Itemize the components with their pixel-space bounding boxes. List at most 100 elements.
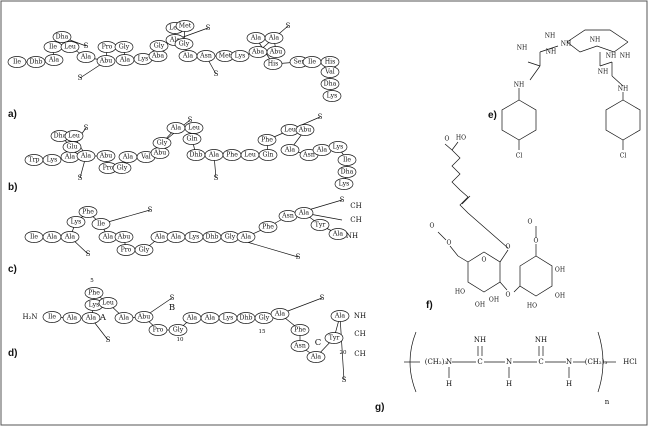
residue-label: Abu xyxy=(298,127,311,134)
residue-label: Lys xyxy=(235,53,246,60)
panel-g-pmhg-polymer: (CH₂)₃ N C N C N NH NH H H H (CH₂)₃ HCl … xyxy=(404,331,638,406)
residue-label: Lys xyxy=(189,234,200,241)
residue-label: Aba xyxy=(251,49,264,56)
residue-label: Asn xyxy=(281,213,294,220)
residue-oval xyxy=(42,311,62,323)
residue-node: Gly xyxy=(112,162,132,174)
residue-node: Asn xyxy=(196,50,216,62)
residue-oval xyxy=(270,308,290,320)
residue-label: Leu xyxy=(169,25,181,32)
residue-oval xyxy=(328,228,348,240)
residue-node: Ala xyxy=(114,312,134,324)
residue-label: Ala xyxy=(284,147,295,154)
residue-node: Phe xyxy=(84,287,104,299)
residue-label: Gln xyxy=(187,136,198,143)
residue-label: His xyxy=(268,61,279,68)
residue-label: Abu xyxy=(269,49,282,56)
residue-node: Ala xyxy=(115,54,135,66)
residue-label: Ala xyxy=(170,234,181,241)
fatty-acid-chain xyxy=(451,149,509,249)
residue-node: Dhb xyxy=(186,149,206,161)
residue-oval xyxy=(62,312,82,324)
residue-label: Ala xyxy=(80,54,91,61)
residue-node: Ala xyxy=(76,150,96,162)
residue-node: Val xyxy=(320,66,340,78)
thioether-bridge-line xyxy=(339,315,345,381)
residue-label: Ala xyxy=(169,37,180,44)
residue-oval xyxy=(42,154,62,166)
amine-nh: NH xyxy=(590,37,600,44)
residue-label: Trp xyxy=(28,157,39,164)
residue-label: Abu xyxy=(99,58,112,65)
residue-node: Abu xyxy=(150,147,170,159)
residue-number-15: 15 xyxy=(259,329,266,335)
residue-label: Gly xyxy=(173,327,184,334)
residue-oval xyxy=(310,219,330,231)
sulfur-atom: S xyxy=(318,113,323,121)
residue-label: Lys xyxy=(138,56,149,63)
left-methylene-chain: (CH₂)₃ xyxy=(425,358,448,366)
residue-oval xyxy=(148,324,168,336)
sulfur-atom: S xyxy=(342,376,347,384)
sulfur-atom: S xyxy=(148,206,153,214)
imine-nh: NH xyxy=(535,336,547,344)
hydroxyl: OH xyxy=(555,293,565,300)
residue-label: Ile xyxy=(343,157,351,164)
residue-label: Lys xyxy=(89,302,100,309)
residue-oval xyxy=(295,124,315,136)
residue-label: Ala xyxy=(66,315,77,322)
residue-node: Ala xyxy=(60,231,80,243)
dehydro-group: CH xyxy=(354,330,365,338)
sulfur-atom: S xyxy=(86,250,91,258)
panel-label-e: e) xyxy=(488,110,497,121)
residue-node: Dha xyxy=(337,166,357,178)
panel-e-chlorhexidine: NH NH NH NH NH NH NH NH NH NH Cl Cl xyxy=(501,29,641,160)
residue-label: Lys xyxy=(339,181,350,188)
residue-label: Ala xyxy=(268,35,279,42)
residue-number-5: 5 xyxy=(90,278,94,284)
repeat-index: n xyxy=(605,398,610,406)
residue-oval xyxy=(81,312,101,324)
residue-label: Pro xyxy=(103,165,114,172)
residue-node: Leu xyxy=(280,124,300,136)
residue-oval xyxy=(328,141,348,153)
residue-label: Ala xyxy=(64,154,75,161)
residue-label: Phe xyxy=(82,209,94,216)
residue-node: Leu xyxy=(240,149,260,161)
residue-label: Leu xyxy=(244,152,256,159)
residue-label: Val xyxy=(140,154,151,161)
residue-label: Ala xyxy=(122,154,133,161)
amine-n: N xyxy=(446,358,452,366)
acetyl-oxygen: O xyxy=(528,219,533,226)
residue-node: Tyr xyxy=(324,332,344,344)
residue-node: Ala xyxy=(118,151,138,163)
panel-label-b: b) xyxy=(8,182,17,193)
residue-label: Ala xyxy=(310,354,321,361)
residue-node: Leu xyxy=(184,122,204,134)
residue-label: Met xyxy=(219,53,232,60)
amine-n: N xyxy=(566,358,572,366)
residue-node: Ala xyxy=(150,231,170,243)
residue-oval xyxy=(76,150,96,162)
residue-node: Pro xyxy=(148,324,168,336)
residue-oval xyxy=(322,90,342,102)
residue-oval xyxy=(60,41,80,53)
residue-label: Leu xyxy=(188,125,200,132)
residue-label: Dhb xyxy=(206,234,219,241)
residue-label: Gly xyxy=(157,140,168,147)
residue-node: Ile xyxy=(302,56,322,68)
residue-node: Ile xyxy=(337,154,357,166)
residue-label: Ala xyxy=(182,53,193,60)
residue-oval xyxy=(294,207,314,219)
residue-oval xyxy=(44,54,64,66)
chloro-right: Cl xyxy=(620,153,627,160)
amine-nh: NH xyxy=(598,69,608,76)
amine-nh: NH xyxy=(546,49,556,56)
residue-label: Ala xyxy=(119,57,130,64)
residue-label: Leu xyxy=(64,44,76,51)
residue-oval xyxy=(266,46,286,58)
carbonyl-oxygen: O xyxy=(445,136,450,143)
